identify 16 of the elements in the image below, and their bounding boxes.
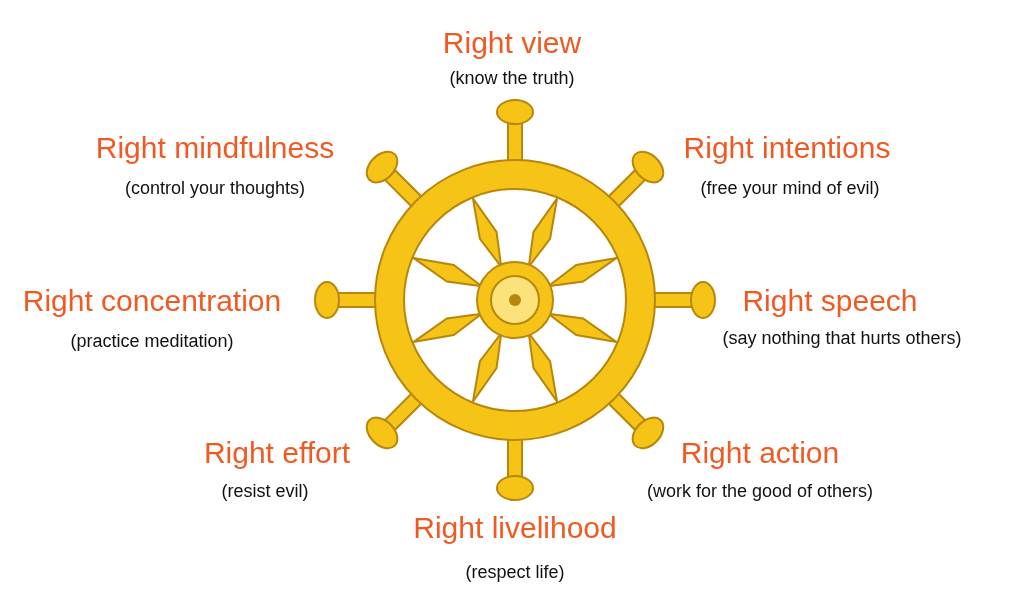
path-heading: Right action xyxy=(680,436,840,471)
path-heading: Right concentration xyxy=(22,284,282,319)
path-description: (respect life) xyxy=(465,562,565,583)
path-description: (free your mind of evil) xyxy=(700,178,880,199)
path-heading: Right view xyxy=(442,26,582,61)
path-heading: Right mindfulness xyxy=(95,131,335,166)
path-description: (control your thoughts) xyxy=(124,178,306,199)
path-heading: Right livelihood xyxy=(413,511,617,546)
path-description: (practice meditation) xyxy=(70,331,234,352)
path-description: (say nothing that hurts others) xyxy=(722,328,962,349)
path-heading: Right speech xyxy=(742,284,918,319)
path-description: (know the truth) xyxy=(449,68,575,89)
path-heading: Right intentions xyxy=(683,131,891,166)
path-description: (resist evil) xyxy=(221,481,309,502)
path-description: (work for the good of others) xyxy=(646,481,874,502)
path-heading: Right effort xyxy=(203,436,351,471)
